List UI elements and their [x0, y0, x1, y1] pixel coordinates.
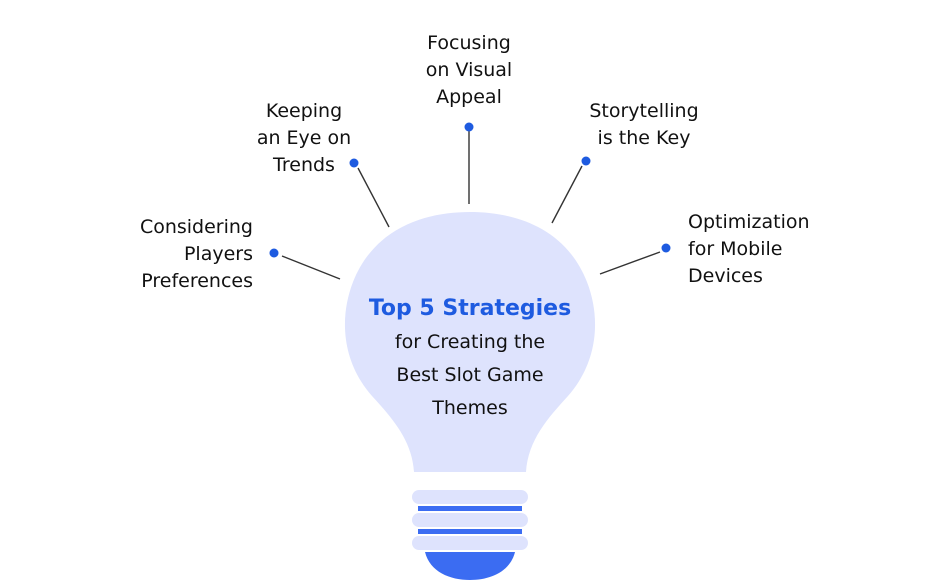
strategy-5-line-1: Optimization	[688, 211, 810, 233]
connector-line-5	[599, 251, 661, 275]
connector-line-4	[551, 165, 583, 224]
strategy-2-line-3: Trends	[273, 154, 335, 176]
base-ring	[412, 536, 528, 550]
base-cap	[425, 552, 515, 580]
connector-dots	[269, 122, 671, 258]
strategy-2-line-2: an Eye on	[256, 127, 352, 149]
connector-dot-5	[661, 243, 671, 253]
base-ring	[412, 513, 528, 527]
strategy-1-line-2: Players	[183, 243, 253, 265]
base-ring	[412, 490, 528, 504]
strategy-3-line-2: on Visual	[425, 59, 513, 81]
connector-dot-1	[269, 248, 279, 258]
connector-dot-4	[581, 156, 591, 166]
bulb-title: Top 5 Strategies for Creating the Best S…	[330, 292, 610, 425]
base-stripe	[418, 529, 522, 534]
strategy-1-line-1: Considering	[139, 216, 253, 238]
lightbulb-glass	[344, 212, 596, 472]
strategy-5-line-3: Devices	[688, 265, 763, 287]
connectors	[281, 131, 661, 280]
lightbulb-base	[412, 490, 528, 580]
strategy-label-5: Optimization for Mobile Devices	[688, 209, 810, 290]
strategy-1-line-3: Preferences	[141, 270, 253, 292]
strategy-5-line-2: for Mobile	[688, 238, 783, 260]
connector-line-1	[281, 255, 341, 280]
bulb-title-line-2: Best Slot Game	[396, 364, 544, 386]
strategy-label-2: Keeping an Eye on Trends	[234, 98, 374, 179]
connector-line-2	[357, 167, 390, 228]
connector-dot-2	[349, 158, 359, 168]
strategy-2-line-1: Keeping	[265, 100, 343, 122]
bulb-title-highlight: Top 5 Strategies	[368, 296, 572, 321]
strategy-label-4: Storytelling is the Key	[564, 98, 724, 152]
connector-dot-3	[464, 122, 474, 132]
bulb-title-line-3: Themes	[432, 397, 508, 419]
strategy-label-3: Focusing on Visual Appeal	[394, 30, 544, 111]
strategy-4-line-1: Storytelling	[589, 100, 699, 122]
strategy-3-line-3: Appeal	[436, 86, 502, 108]
strategy-label-1: Considering Players Preferences	[140, 214, 253, 295]
bulb-title-line-1: for Creating the	[394, 331, 546, 353]
strategy-3-line-1: Focusing	[427, 32, 511, 54]
strategy-4-line-2: is the Key	[597, 127, 691, 149]
base-stripe	[418, 506, 522, 511]
